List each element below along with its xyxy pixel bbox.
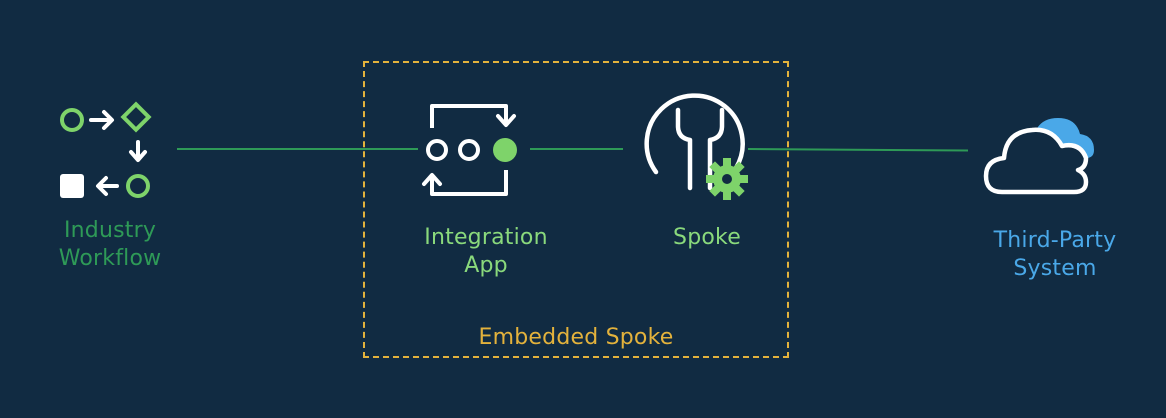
industry-workflow-label-line2: Workflow [58,246,162,271]
connector-workflow-to-integration [177,148,418,150]
third-party-label-line1: Third-Party [993,228,1117,253]
embedded-spoke-label-text: Embedded Spoke [478,325,674,350]
embedded-spoke-group [363,61,789,358]
connector-integration-to-spoke [530,148,623,150]
integration-app-label: Integration App [400,224,572,280]
third-party-label-line2: System [1013,256,1097,281]
embedded-spoke-label: Embedded Spoke [440,324,712,352]
spoke-label-text: Spoke [673,225,741,250]
industry-workflow-label: Industry Workflow [40,217,180,273]
workflow-icon [60,101,152,198]
integration-app-label-line1: Integration [424,225,548,250]
cloud-icon [983,118,1094,195]
integration-app-label-line2: App [464,253,508,278]
third-party-system-label: Third-Party System [970,227,1140,283]
wrench-gear-icon [644,93,748,200]
spoke-label: Spoke [655,224,759,252]
industry-workflow-label-line1: Industry [63,218,157,243]
integration-app-icon [422,104,517,196]
